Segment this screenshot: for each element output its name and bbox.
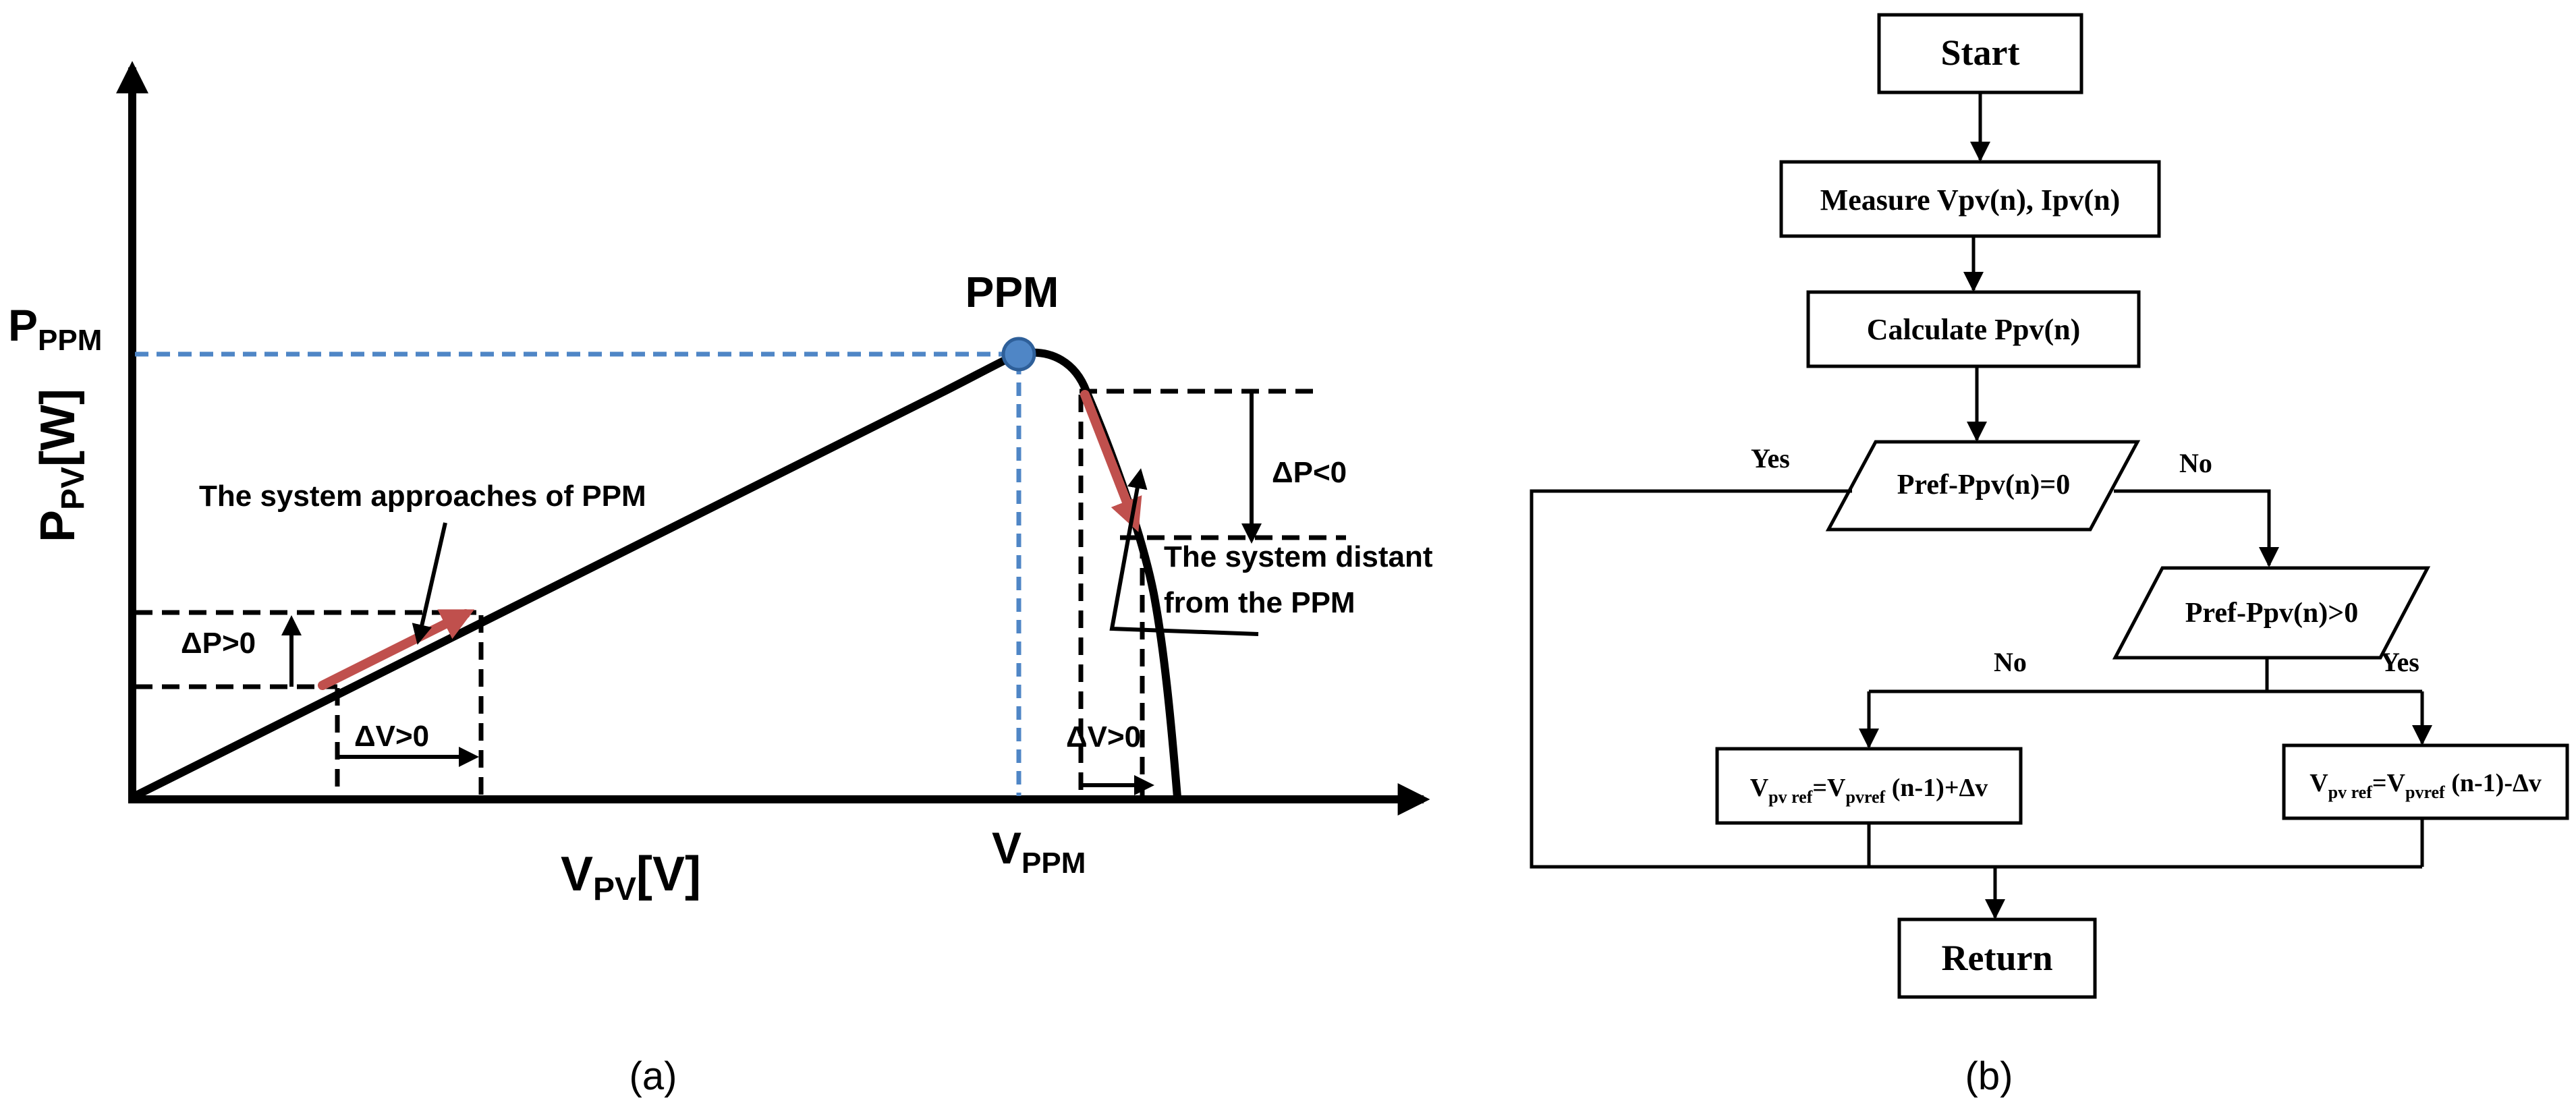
caption-a: (a) <box>629 1054 677 1098</box>
approach-red-arrow <box>318 609 475 690</box>
calculate-text: Calculate Ppv(n) <box>1867 313 2081 346</box>
increase-vref-box <box>1715 747 2023 825</box>
v-ppm-label: VPPM <box>992 823 1086 880</box>
delta-p-pos-label: ΔP>0 <box>181 627 256 660</box>
yes2-label: Yes <box>2380 647 2419 677</box>
decision1-shape <box>1825 440 2141 532</box>
approach-text: The system approaches of PPM <box>199 480 646 513</box>
distant-text-line1: The system distant <box>1164 540 1433 573</box>
y-axis-label: PPV[W] <box>31 389 91 542</box>
return-box <box>1897 917 2097 999</box>
p-ppm-label: PPPM <box>8 300 102 357</box>
measure-text: Measure Vpv(n), Ipv(n) <box>1820 183 2121 217</box>
decision2-text: Pref-Ppv(n)>0 <box>2185 598 2358 629</box>
decrease-vref-text: Vpv ref=Vpvref (n-1)-Δv <box>2309 769 2542 802</box>
delta-p-neg-label: ΔP<0 <box>1272 456 1347 489</box>
increase-vref-text: Vpv ref=Vpvref (n-1)+Δv <box>1750 774 1988 807</box>
no1-label: No <box>2179 448 2212 478</box>
x-axis-label: VPV[V] <box>561 847 701 907</box>
no2-label: No <box>1994 647 2027 677</box>
decision1-text: Pref-Ppv(n)=0 <box>1897 469 2070 501</box>
distant-text-line2: from the PPM <box>1164 586 1355 619</box>
decrease-vref-box <box>2282 743 2569 820</box>
measure-box <box>1779 160 2161 238</box>
delta-v-pos-label-right: ΔV>0 <box>1066 720 1141 753</box>
distant-pointer-arrow <box>1109 468 1259 636</box>
yes1-label: Yes <box>1751 443 1790 474</box>
no1-line <box>2114 489 2279 567</box>
pv-curve-panel: PPV[W] VPV[V] PPPM VPPM PPM The system a… <box>8 61 1433 1098</box>
start-box <box>1877 13 2083 94</box>
calculate-box <box>1806 290 2141 368</box>
approach-pointer-arrow <box>412 522 447 645</box>
caption-b: (b) <box>1965 1054 2013 1098</box>
start-text: Start <box>1941 32 2020 73</box>
decision2-shape <box>2112 566 2431 660</box>
delta-v-pos-label-left: ΔV>0 <box>354 720 429 753</box>
mppt-flowchart-panel: Start Measure Vpv(n), Ipv(n) Calculate P… <box>1530 13 2569 1098</box>
peak-label: PPM <box>965 268 1059 316</box>
yes1-loop-line <box>1530 489 1995 869</box>
distant-red-arrow <box>1080 390 1142 532</box>
peak-point-marker <box>1001 337 1036 372</box>
return-text: Return <box>1942 938 2053 978</box>
